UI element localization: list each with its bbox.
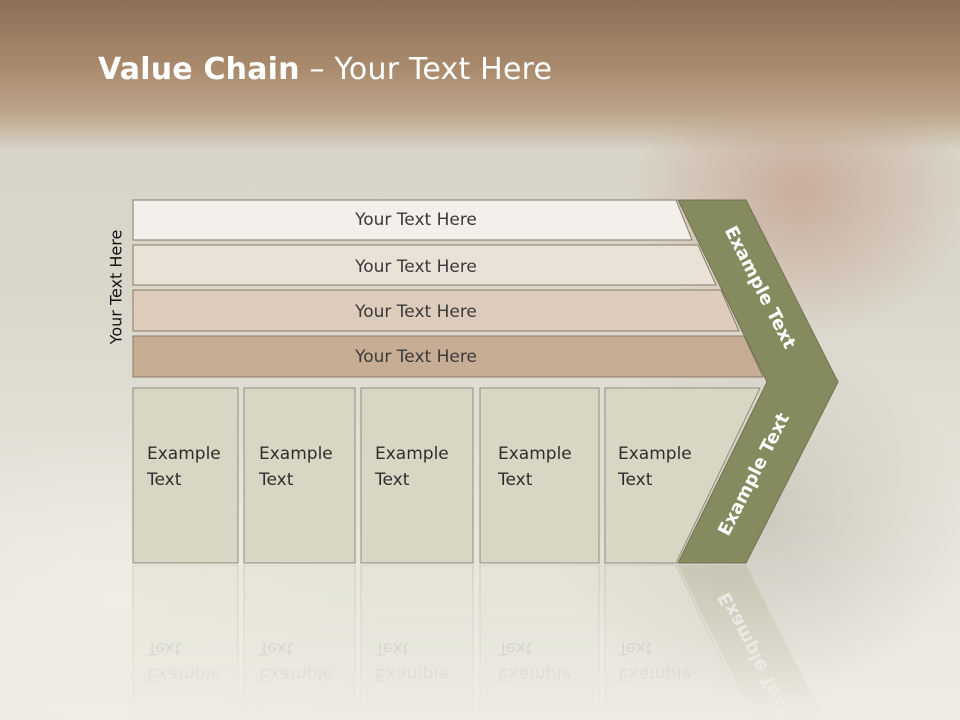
reflection-text: Text	[497, 638, 533, 658]
column-4-line1: Example	[498, 444, 572, 464]
column-2-line2: Text	[258, 470, 294, 490]
bar-1	[132, 199, 693, 241]
column-5	[604, 387, 761, 564]
reflection-text: Example	[259, 664, 333, 684]
column-2	[243, 387, 356, 564]
bar-3	[132, 289, 740, 332]
column-3	[360, 387, 474, 564]
column-1-line1: Example	[147, 444, 221, 464]
column-3-line1: Example	[375, 444, 449, 464]
bar-2-label: Your Text Here	[354, 257, 477, 277]
reflection-text: Example	[498, 664, 572, 684]
bar-4-label: Your Text Here	[354, 347, 477, 367]
reflection: Example Text Example Text Example Text E…	[132, 564, 825, 720]
reflection-text: Example	[618, 664, 692, 684]
reflection-text: Example	[375, 664, 449, 684]
title-rest: – Your Text Here	[299, 52, 553, 87]
bar-4	[132, 335, 764, 378]
reflection-text: Text	[258, 638, 294, 658]
bar-1-label: Your Text Here	[354, 210, 477, 230]
column-3-line2: Text	[374, 470, 410, 490]
chevron-arrow	[677, 199, 839, 564]
column-1	[132, 387, 239, 564]
header-band	[0, 0, 960, 150]
column-4-line2: Text	[497, 470, 533, 490]
reflection-text: Text	[617, 638, 653, 658]
title-bold: Value Chain	[98, 52, 300, 87]
column-5-line2: Text	[617, 470, 653, 490]
column-5-line1: Example	[618, 444, 692, 464]
reflection-text: Text	[374, 638, 410, 658]
reflection-text: Text	[146, 638, 182, 658]
reflection-text: Example	[147, 664, 221, 684]
column-4	[479, 387, 600, 564]
bar-3-label: Your Text Here	[354, 302, 477, 322]
bar-2	[132, 244, 717, 286]
page-title: Value Chain – Your Text Here	[98, 52, 552, 87]
column-2-line1: Example	[259, 444, 333, 464]
column-1-line2: Text	[146, 470, 182, 490]
